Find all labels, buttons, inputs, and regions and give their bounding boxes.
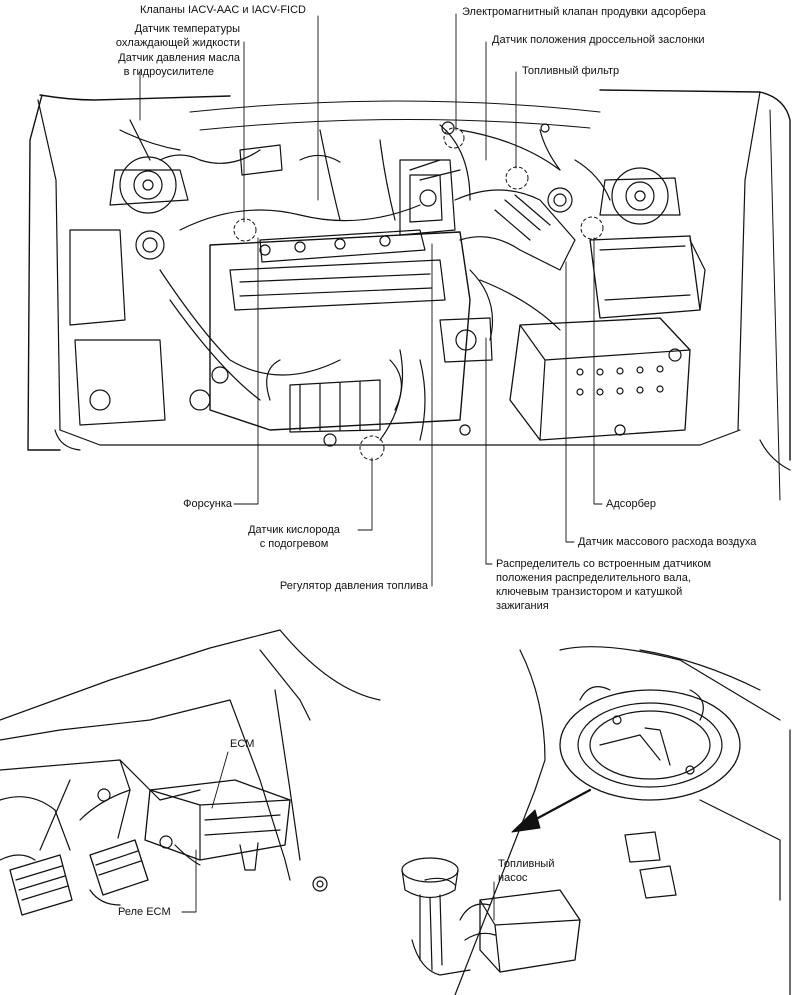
label-maf-sensor: Датчик массового расхода воздуха bbox=[578, 536, 757, 548]
label-throttle-position-sensor: Датчик положения дроссельной заслонки bbox=[492, 34, 705, 46]
label-oxygen-sensor-line2: с подогревом bbox=[259, 538, 329, 550]
label-oxygen-sensor-line1: Датчик кислорода bbox=[248, 524, 340, 536]
label-fuel-pressure-regulator: Регулятор давления топлива bbox=[279, 580, 428, 592]
label-fuel-pump-line2: насос bbox=[498, 872, 528, 884]
label-distributor-line1: Распределитель со встроенным датчиком bbox=[496, 558, 712, 570]
label-fuel-pump-line1: Топливный bbox=[498, 858, 555, 870]
ecm-illustration bbox=[0, 629, 381, 916]
label-canister: Адсорбер bbox=[606, 498, 657, 510]
engine-bay-illustration bbox=[27, 89, 791, 501]
label-injector: Форсунка bbox=[183, 498, 232, 510]
leader-lines bbox=[139, 13, 603, 587]
fuel-pump-illustration bbox=[401, 646, 791, 995]
label-distributor-line4: зажигания bbox=[496, 600, 549, 612]
label-coolant-temp-sensor-line1: Датчик температуры bbox=[134, 23, 240, 35]
label-evap-purge-valve: Электромагнитный клапан продувки адсорбе… bbox=[462, 6, 706, 18]
ecm-leaders bbox=[181, 751, 229, 913]
label-power-steering-sensor-line2: в гидроусилителе bbox=[123, 66, 214, 78]
label-power-steering-sensor-line1: Датчик давления масла bbox=[118, 52, 240, 64]
label-iacv-valves: Клапаны IACV-AAC и IACV-FICD bbox=[139, 4, 306, 16]
label-distributor-line3: ключевым транзистором и катушкой bbox=[496, 586, 683, 598]
label-coolant-temp-sensor-line2: охлаждающей жидкости bbox=[115, 37, 240, 49]
label-ecm: ECM bbox=[230, 738, 255, 750]
label-ecm-relay: Реле ECM bbox=[118, 906, 171, 918]
label-fuel-filter: Топливный фильтр bbox=[522, 65, 620, 77]
label-distributor-line2: положения распределительного вала, bbox=[496, 572, 691, 584]
